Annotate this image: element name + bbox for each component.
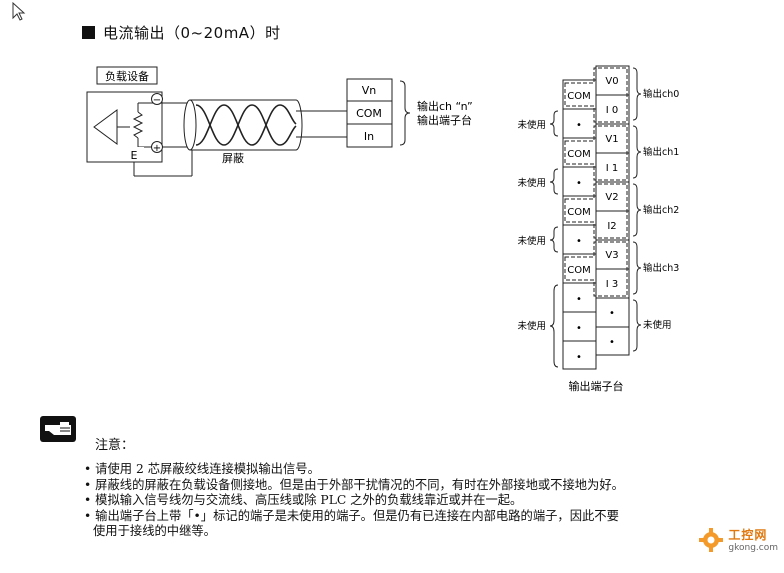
terminal-cell-right: I 3 xyxy=(606,279,619,290)
terminal-cell-left: • xyxy=(576,236,582,247)
svg-text:+: + xyxy=(153,143,161,154)
unused-label: 未使用 xyxy=(517,320,546,332)
terminal-cell-right: V0 xyxy=(605,76,618,87)
terminal-cell-left: COM xyxy=(567,91,590,102)
note-item: • 模拟输入信号线勿与交流线、高压线或除 PLC 之外的负载线靠近或并在一起。 xyxy=(84,493,523,507)
terminal-cell-left: • xyxy=(576,323,582,334)
unused-label: 未使用 xyxy=(517,235,546,247)
shield-label: 屏蔽 xyxy=(222,152,244,165)
load-device-label-box xyxy=(96,66,158,85)
terminal-cell-left: COM xyxy=(567,149,590,160)
load-device-label: 负载设备 xyxy=(105,69,149,83)
output-ch-label: 输出ch1 xyxy=(643,146,679,158)
output-terminal-block xyxy=(346,78,393,148)
svg-text:−: − xyxy=(153,95,161,106)
note-list: • 请使用 2 芯屏蔽绞线连接模拟输出信号。 • 屏蔽线的屏蔽在负载设备侧接地。… xyxy=(84,462,624,540)
note-title: 注意： xyxy=(95,438,135,453)
terminal-block xyxy=(562,65,630,370)
unused-label: 未使用 xyxy=(643,319,672,331)
minus-terminal-icon xyxy=(151,93,163,105)
terminal-cell-left: • xyxy=(576,120,582,131)
unused-label: 未使用 xyxy=(517,119,546,131)
shielded-twisted-cable xyxy=(183,99,303,151)
pointing-hand-icon xyxy=(40,416,76,442)
resistor-symbol xyxy=(132,111,144,139)
terminal-cell-left: • xyxy=(576,178,582,189)
terminal-cell-right: I 0 xyxy=(606,105,619,116)
terminal-cell-right: V2 xyxy=(605,192,618,203)
watermark: 工控网 gkong.com xyxy=(698,526,778,553)
terminal-brace xyxy=(399,80,411,146)
output-ch-label: 输出ch0 xyxy=(643,88,679,100)
note-item: • 请使用 2 芯屏蔽绞线连接模拟输出信号。 xyxy=(84,462,320,476)
terminal-cell-left: COM xyxy=(567,207,590,218)
terminal-cell-left: • xyxy=(576,352,582,363)
terminal-cell-left: COM xyxy=(567,265,590,276)
earth-label: E xyxy=(131,149,138,162)
wiring-diagram: 负载设备 − + E 屏蔽 Vn COM In 输出ch “n” 输出端子台 xyxy=(86,65,679,393)
output-ch-label: 输出ch3 xyxy=(643,262,679,274)
terminal-cell-right: I2 xyxy=(607,221,616,232)
watermark-url: gkong.com xyxy=(728,543,778,553)
bullet-square-icon xyxy=(82,26,95,39)
mouse-cursor-icon xyxy=(12,2,26,21)
note-item: • 输出端子台上带「•」标记的端子是未使用的端子。但是仍有已连接在内部电路的端子… xyxy=(84,508,619,523)
note-item: • 屏蔽线的屏蔽在负载设备侧接地。但是由于外部干扰情况的不同，有时在外部接地或不… xyxy=(84,477,624,492)
output-ch-label: 输出ch2 xyxy=(643,204,679,216)
section-title-text: 电流输出（0~20mA）时 xyxy=(103,24,281,42)
terminal-in: In xyxy=(364,130,374,143)
terminal-caption-line2: 输出端子台 xyxy=(417,113,472,127)
terminal-cell-right: • xyxy=(609,337,615,348)
unused-label: 未使用 xyxy=(517,177,546,189)
terminal-cell-left: • xyxy=(576,294,582,305)
terminal-caption-line1: 输出ch “n” xyxy=(417,99,473,113)
terminal-cell-right: V1 xyxy=(605,134,618,145)
section-title: 电流输出（0~20mA）时 xyxy=(82,22,281,43)
terminal-cell-right: V3 xyxy=(605,250,618,261)
note-item-continuation: 使用于接线的中继等。 xyxy=(93,524,216,538)
plus-terminal-icon xyxy=(151,141,163,153)
terminal-vn: Vn xyxy=(362,84,377,97)
terminal-cell-right: • xyxy=(609,308,615,319)
terminal-cell-right: I 1 xyxy=(606,163,619,174)
watermark-name: 工控网 xyxy=(728,528,768,542)
terminal-block-caption: 输出端子台 xyxy=(569,379,624,393)
terminal-com: COM xyxy=(356,107,382,120)
gear-icon xyxy=(699,527,724,552)
